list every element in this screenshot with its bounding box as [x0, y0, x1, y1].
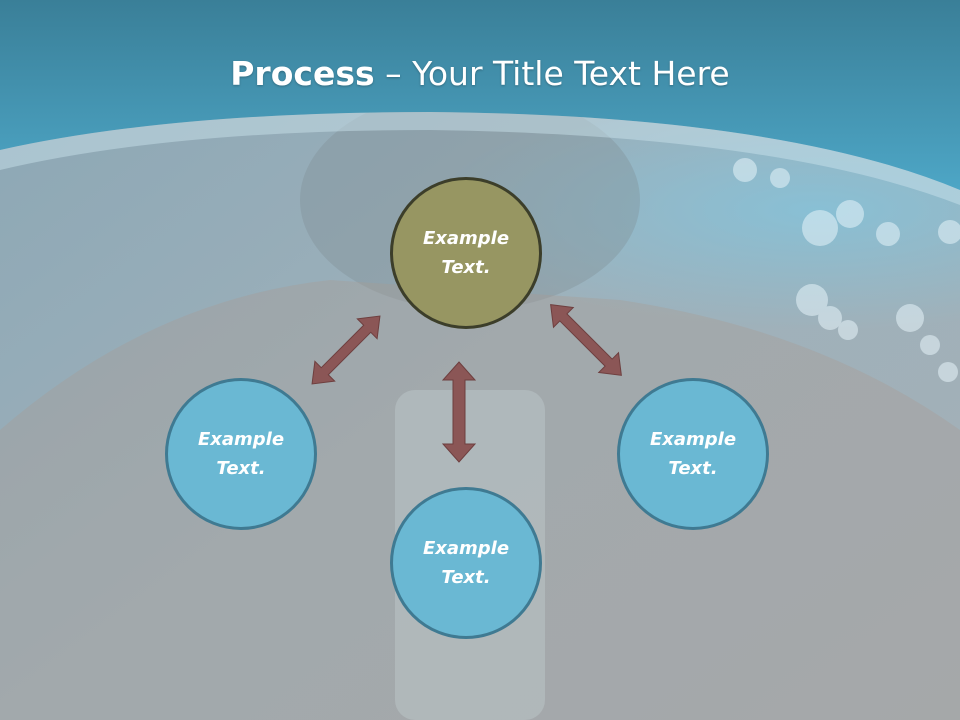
process-node-left[interactable]: Example Text. — [165, 378, 317, 530]
process-node-top[interactable]: Example Text. — [390, 177, 542, 329]
title-rest: – Your Title Text Here — [374, 54, 730, 93]
title-bold: Process — [230, 54, 375, 93]
node-left-label: Example Text. — [197, 429, 285, 479]
node-bottom-label: Example Text. — [422, 538, 510, 588]
slide-title: Process – Your Title Text Here — [0, 52, 960, 96]
double-arrow-right — [550, 304, 622, 376]
node-right-label: Example Text. — [649, 429, 737, 479]
water-sparkles — [733, 158, 960, 382]
process-node-right[interactable]: Example Text. — [617, 378, 769, 530]
double-arrow-left — [311, 315, 381, 385]
header-swoosh — [0, 112, 960, 205]
double-arrow-bottom — [441, 361, 477, 463]
header-band — [0, 0, 960, 190]
process-node-bottom[interactable]: Example Text. — [390, 487, 542, 639]
node-top-label: Example Text. — [422, 228, 510, 278]
